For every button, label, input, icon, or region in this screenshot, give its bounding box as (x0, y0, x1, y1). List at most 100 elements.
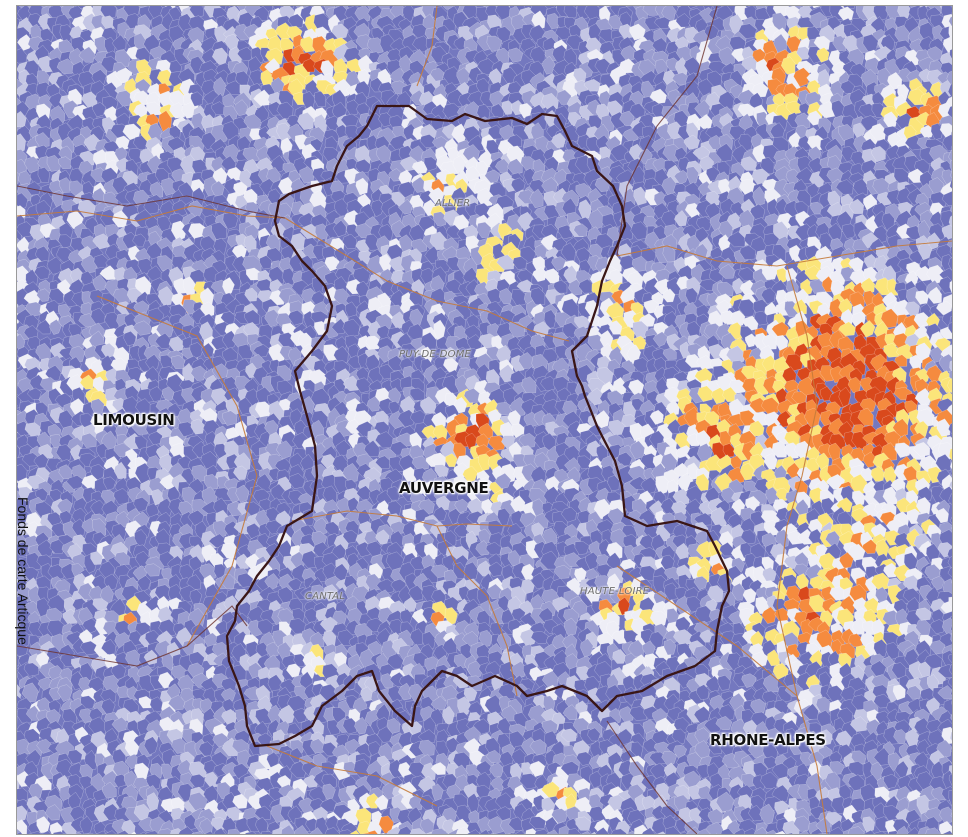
commune-cell (274, 22, 293, 40)
commune-cell (501, 100, 515, 115)
commune-cell (147, 122, 162, 143)
commune-cell (243, 188, 258, 205)
commune-cell (785, 100, 802, 115)
commune-cell (190, 91, 203, 107)
commune-cell (948, 16, 952, 27)
commune-cell (686, 166, 699, 186)
commune-cell (832, 35, 847, 52)
commune-cell (583, 79, 601, 92)
commune-cell (149, 181, 164, 198)
commune-cell (930, 122, 944, 141)
commune-cell (431, 136, 448, 150)
commune-cell (939, 123, 952, 138)
commune-cell (949, 160, 952, 172)
commune-cell (243, 113, 261, 130)
commune-cell (191, 112, 206, 132)
commune-cell (392, 126, 408, 139)
commune-cell (102, 96, 119, 111)
commune-cell (276, 122, 292, 142)
commune-cell (675, 13, 691, 28)
commune-cell (378, 112, 393, 128)
commune-cell (869, 123, 887, 141)
commune-cell (17, 172, 20, 184)
commune-cell (862, 34, 879, 52)
commune-cell (615, 169, 636, 187)
commune-cell (544, 156, 559, 172)
commune-cell (169, 102, 186, 119)
commune-cell (17, 192, 28, 210)
commune-cell (683, 56, 700, 75)
commune-cell (737, 103, 755, 118)
commune-cell (488, 68, 502, 85)
commune-cell (423, 156, 438, 172)
commune-cell (101, 15, 117, 30)
commune-cell (486, 35, 503, 52)
commune-cell (507, 47, 524, 63)
commune-cell (946, 70, 952, 88)
commune-cell (17, 48, 28, 64)
commune-cell (673, 170, 689, 185)
commune-cell (605, 6, 612, 8)
commune-cell (507, 158, 523, 175)
commune-cell (58, 156, 72, 169)
commune-cell (812, 6, 821, 9)
commune-cell (242, 147, 261, 163)
commune-cell (794, 480, 808, 494)
commune-cell (835, 179, 854, 195)
commune-cell (718, 91, 735, 110)
commune-cell (484, 169, 501, 184)
commune-cell (942, 36, 952, 53)
commune-cell (507, 134, 522, 147)
commune-cell (649, 88, 667, 104)
commune-cell (37, 167, 50, 183)
commune-cell (26, 181, 41, 196)
commune-cell (947, 105, 952, 120)
commune-cell (949, 179, 952, 190)
commune-cell (156, 69, 174, 87)
commune-cell (314, 91, 326, 107)
commune-cell (942, 134, 952, 152)
commune-cell (830, 80, 844, 100)
commune-cell (445, 88, 465, 108)
commune-cell (487, 124, 504, 140)
commune-cell (563, 6, 578, 19)
commune-cell (551, 132, 566, 148)
commune-cell (688, 6, 698, 10)
commune-cell (542, 55, 556, 75)
commune-cell (837, 6, 854, 22)
commune-cell (715, 143, 733, 162)
choropleth-map (17, 6, 952, 834)
commune-cell (267, 188, 282, 206)
commune-cell (919, 124, 935, 139)
commune-cell (171, 355, 186, 369)
commune-cell (411, 23, 429, 39)
commune-cell (340, 113, 359, 129)
commune-cell (794, 112, 811, 130)
commune-cell (852, 178, 868, 196)
commune-cell (904, 135, 923, 151)
commune-cell (831, 99, 845, 119)
commune-cell (411, 160, 429, 174)
commune-cell (947, 83, 952, 99)
commune-cell (430, 67, 445, 82)
commune-cell (738, 23, 757, 39)
commune-cell (462, 6, 478, 19)
commune-cell (17, 133, 26, 153)
commune-cell (419, 134, 437, 148)
commune-cell (642, 6, 659, 16)
commune-cell (264, 47, 284, 65)
commune-cell (530, 6, 548, 17)
map-frame: LIMOUSIN AUVERGNE RHONE-ALPES ALLIER PUY… (16, 5, 953, 835)
commune-cell (189, 6, 204, 18)
commune-cell (92, 102, 107, 118)
commune-cell (345, 99, 360, 116)
commune-cell (950, 145, 952, 151)
commune-cell (355, 377, 371, 394)
commune-cell (870, 146, 886, 163)
commune-cell (563, 48, 577, 67)
commune-cell (873, 6, 890, 21)
commune-cell (941, 169, 952, 185)
commune-cell (300, 36, 317, 53)
commune-cell (35, 132, 50, 148)
commune-cell (948, 149, 952, 163)
